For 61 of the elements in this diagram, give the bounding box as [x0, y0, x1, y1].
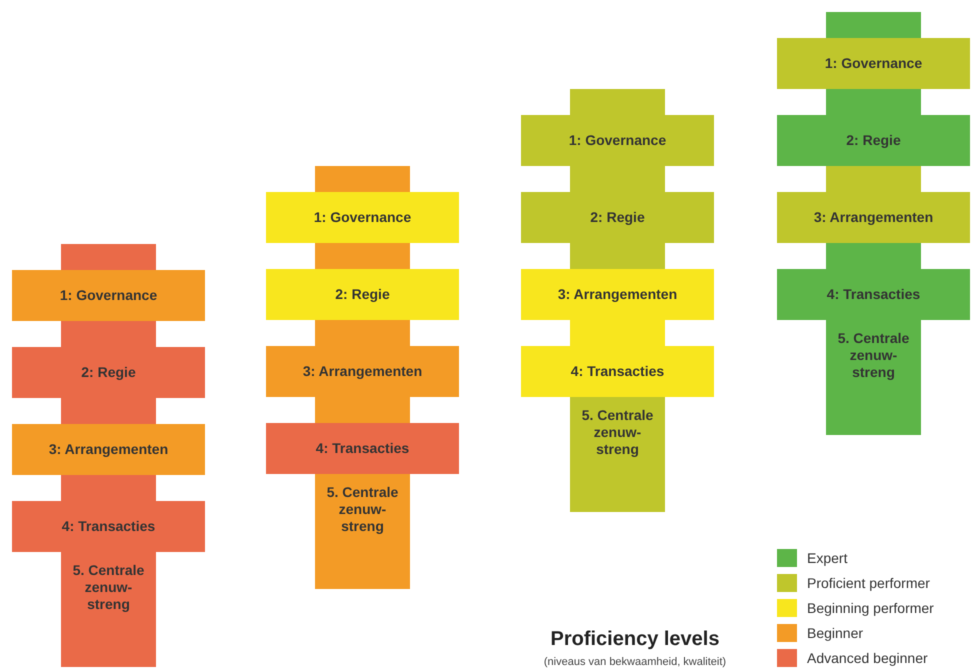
box-label: 3: Arrangementen: [48, 441, 168, 458]
connector-block: [61, 321, 156, 347]
connector-block: [826, 166, 921, 192]
legend-label: Beginning performer: [807, 600, 934, 616]
level-box: [826, 320, 921, 435]
connector-block: [61, 244, 156, 270]
level-box: [777, 192, 970, 243]
box-label: 5. Centrale zenuw-streng: [72, 562, 146, 613]
connector-block: [826, 243, 921, 269]
legend-label: Advanced beginner: [807, 650, 928, 666]
box-label: 5. Centrale zenuw-streng: [580, 407, 654, 458]
connector-block: [315, 320, 410, 346]
level-box: [266, 346, 459, 397]
level-box: [521, 192, 714, 243]
level-box: [266, 192, 459, 243]
box-label: 5. Centrale zenuw-streng: [836, 330, 910, 381]
box-label: 2: Regie: [81, 364, 136, 381]
level-box: [61, 552, 156, 667]
legend-label: Beginner: [807, 625, 864, 641]
legend-label: Proficient performer: [807, 575, 930, 591]
level-box: [266, 269, 459, 320]
connector-block: [826, 12, 921, 38]
connector-block: [570, 243, 665, 269]
level-box: [521, 115, 714, 166]
box-label: 4: Transacties: [316, 440, 410, 457]
caption: (niveaus van bekwaamheid, kwaliteit): [542, 656, 728, 668]
box-label: 2: Regie: [846, 132, 901, 149]
level-box: [570, 397, 665, 512]
connector-block: [315, 243, 410, 269]
level-box: [315, 474, 410, 589]
box-label: 2: Regie: [335, 286, 390, 303]
level-box: [777, 115, 970, 166]
connector-block: [61, 475, 156, 501]
connector-block: [570, 89, 665, 115]
level-box: [12, 501, 205, 552]
box-label: 3: Arrangementen: [302, 363, 422, 380]
level-box: [521, 346, 714, 397]
level-box: [521, 269, 714, 320]
connector-block: [826, 89, 921, 115]
level-box: [12, 270, 205, 321]
box-label: 4: Transacties: [62, 518, 156, 535]
box-label: 2: Regie: [590, 209, 645, 226]
legend-label: Expert: [807, 550, 848, 566]
box-label: 3: Arrangementen: [558, 286, 678, 303]
box-label: 1: Governance: [60, 287, 158, 304]
box-label: 1: Governance: [568, 132, 666, 149]
box-label: 1: Governance: [824, 55, 922, 72]
connector-block: [315, 166, 410, 192]
box-label: 4: Transacties: [570, 363, 664, 380]
connector-block: [61, 398, 156, 424]
title: Proficiency levels: [550, 628, 720, 651]
box-label: 1: Governance: [314, 209, 412, 226]
box-label: 3: Arrangementen: [814, 209, 934, 226]
box-label: 5. Centrale zenuw-streng: [326, 484, 400, 535]
level-box: [12, 424, 205, 475]
level-box: [777, 269, 970, 320]
connector-block: [315, 397, 410, 423]
level-box: [777, 38, 970, 89]
box-label: 4: Transacties: [826, 286, 920, 303]
level-box: [266, 423, 459, 474]
level-box: [12, 347, 205, 398]
